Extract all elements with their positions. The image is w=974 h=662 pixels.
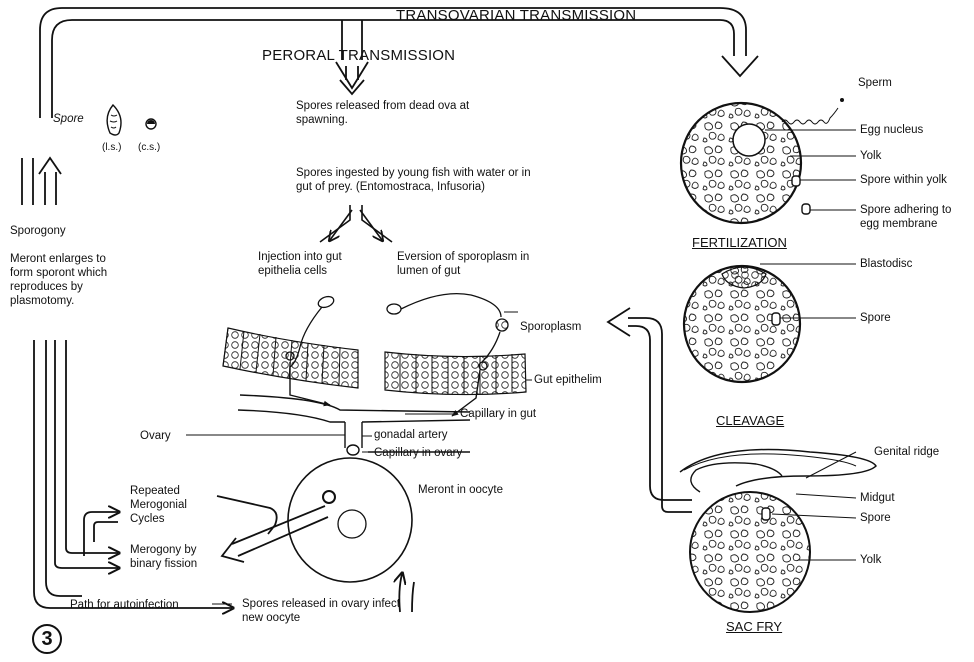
spore-adhering-label: Spore adhering to egg membrane xyxy=(860,203,972,231)
ovary-label: Ovary xyxy=(140,429,171,443)
longitudinal-section-label: (l.s.) xyxy=(102,141,121,155)
autoinfection-label: Path for autoinfection xyxy=(70,598,179,612)
yolk-label-fertilization: Yolk xyxy=(860,149,881,163)
sporogony-title: Sporogony xyxy=(10,224,66,238)
spore-cross-section xyxy=(146,119,156,129)
step-eversion: Eversion of sporoplasm in lumen of gut xyxy=(397,250,557,278)
transovarian-route-label: TRANSOVARIAN TRANSMISSION xyxy=(396,9,636,23)
peroral-route-label: PERORAL TRANSMISSION xyxy=(262,49,455,63)
fertilization-stage-title: FERTILIZATION xyxy=(692,236,787,250)
ingestion-arrows xyxy=(320,205,392,242)
gut-epithelium-label: Gut epithelim xyxy=(534,373,602,387)
capillary-ovary-label: Capillary in ovary xyxy=(374,446,462,460)
spore-label: Spore xyxy=(53,112,84,126)
fertilized-egg xyxy=(681,98,844,223)
sporoplasm-label: Sporoplasm xyxy=(520,320,581,334)
cleavage-egg xyxy=(684,264,856,382)
spore-within-yolk-label: Spore within yolk xyxy=(860,173,947,187)
gonadal-artery-label: gonadal artery xyxy=(374,428,448,442)
figure-number: 3 xyxy=(32,624,62,654)
midgut-label: Midgut xyxy=(860,491,895,505)
capillary-gut-label: Capillary in gut xyxy=(460,407,536,421)
sporogony-text: Meront enlarges to form sporont which re… xyxy=(10,252,120,308)
sac-fry xyxy=(680,450,876,613)
step-merogony: Merogony by binary fission xyxy=(130,543,230,571)
sperm-label: Sperm xyxy=(858,76,892,90)
meront-label: Meront in oocyte xyxy=(418,483,503,497)
genital-ridge-label: Genital ridge xyxy=(874,445,939,459)
step-spores-released-ovary: Spores released in ovary infect new oocy… xyxy=(242,597,402,625)
cross-section-label: (c.s.) xyxy=(138,141,160,155)
spore-label-cleavage: Spore xyxy=(860,311,891,325)
sac-fry-stage-title: SAC FRY xyxy=(726,620,782,634)
blastodisc-label: Blastodisc xyxy=(860,257,912,271)
gut-epithelium-right xyxy=(385,352,526,395)
sporogony-arrows xyxy=(22,158,61,205)
cleavage-stage-title: CLEAVAGE xyxy=(716,414,784,428)
sac-fry-to-sporoplasm-arrow xyxy=(608,308,692,512)
egg-nucleus-label: Egg nucleus xyxy=(860,123,923,137)
oocyte xyxy=(288,458,412,582)
step-repeated-cycles: Repeated Merogonial Cycles xyxy=(130,484,220,526)
step-spores-ingested: Spores ingested by young fish with water… xyxy=(296,166,546,194)
spore-longitudinal-section xyxy=(107,105,121,135)
yolk-label-sac-fry: Yolk xyxy=(860,553,881,567)
step-spores-released: Spores released from dead ova at spawnin… xyxy=(296,99,476,127)
spore-label-sac-fry: Spore xyxy=(860,511,891,525)
step-injection: Injection into gut epithelia cells xyxy=(258,250,368,278)
